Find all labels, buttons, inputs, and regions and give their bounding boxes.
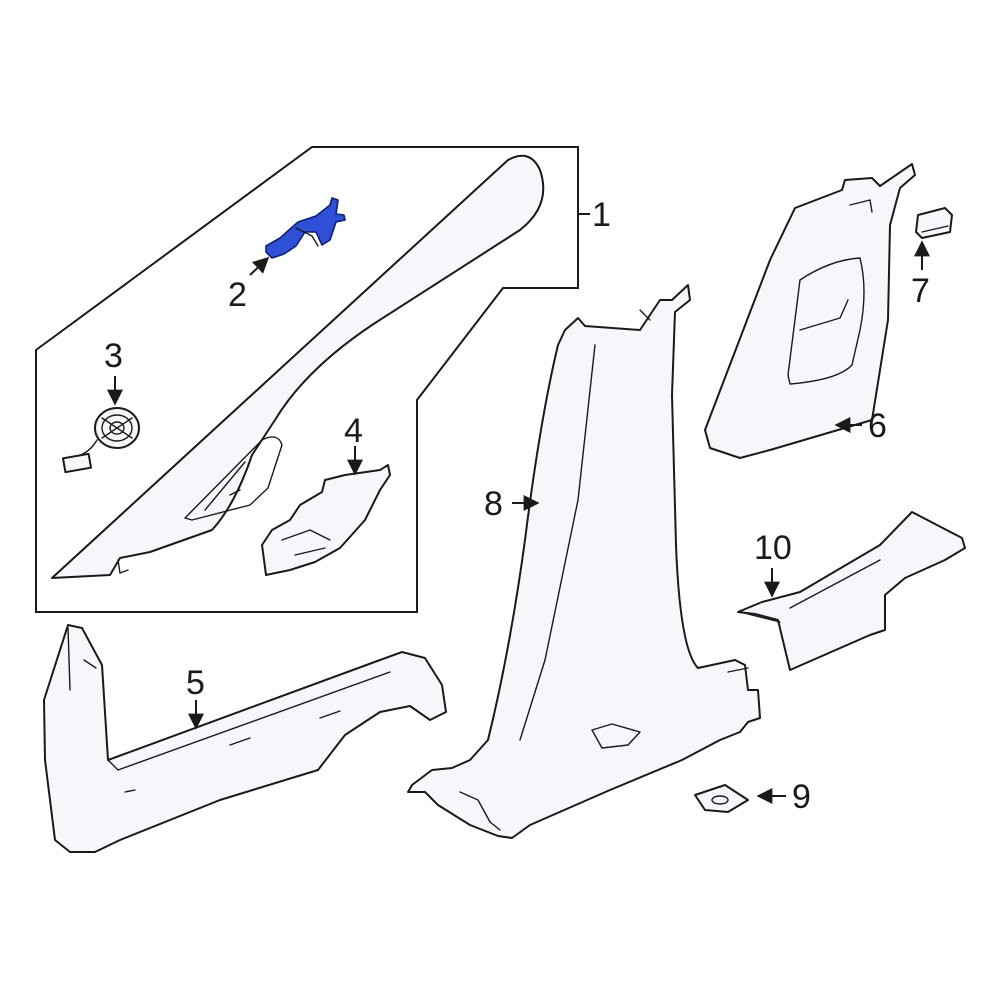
lower-b-pillar-trim-part-8[interactable] (407, 284, 761, 839)
callout-number-3[interactable]: 3 (104, 337, 123, 375)
callout-number-10[interactable]: 10 (754, 529, 792, 567)
callout-number-5[interactable]: 5 (186, 664, 205, 702)
callout-number-1[interactable]: 1 (592, 196, 611, 234)
callout-2-arrow (249, 256, 270, 276)
callout-number-6[interactable]: 6 (868, 407, 887, 445)
speaker-part-3[interactable] (61, 407, 140, 474)
upper-b-pillar-trim-part-6[interactable] (704, 163, 916, 459)
clip-part-9[interactable] (694, 784, 749, 813)
cover-part-4[interactable] (261, 464, 391, 576)
a-pillar-trim[interactable] (51, 154, 545, 579)
callout-number-4[interactable]: 4 (344, 412, 363, 450)
callout-number-7[interactable]: 7 (911, 272, 930, 310)
rocker-trim-part-5[interactable] (43, 624, 447, 853)
bracket-part-2[interactable] (265, 197, 346, 259)
assembly-1-group-box (35, 146, 579, 613)
callout-number-8[interactable]: 8 (484, 485, 503, 523)
clip-part-7[interactable] (915, 207, 953, 239)
callout-1-bracket (577, 147, 590, 288)
scuff-plate-part-10[interactable] (737, 511, 966, 671)
callout-number-9[interactable]: 9 (792, 778, 811, 816)
callout-number-2[interactable]: 2 (228, 276, 247, 314)
